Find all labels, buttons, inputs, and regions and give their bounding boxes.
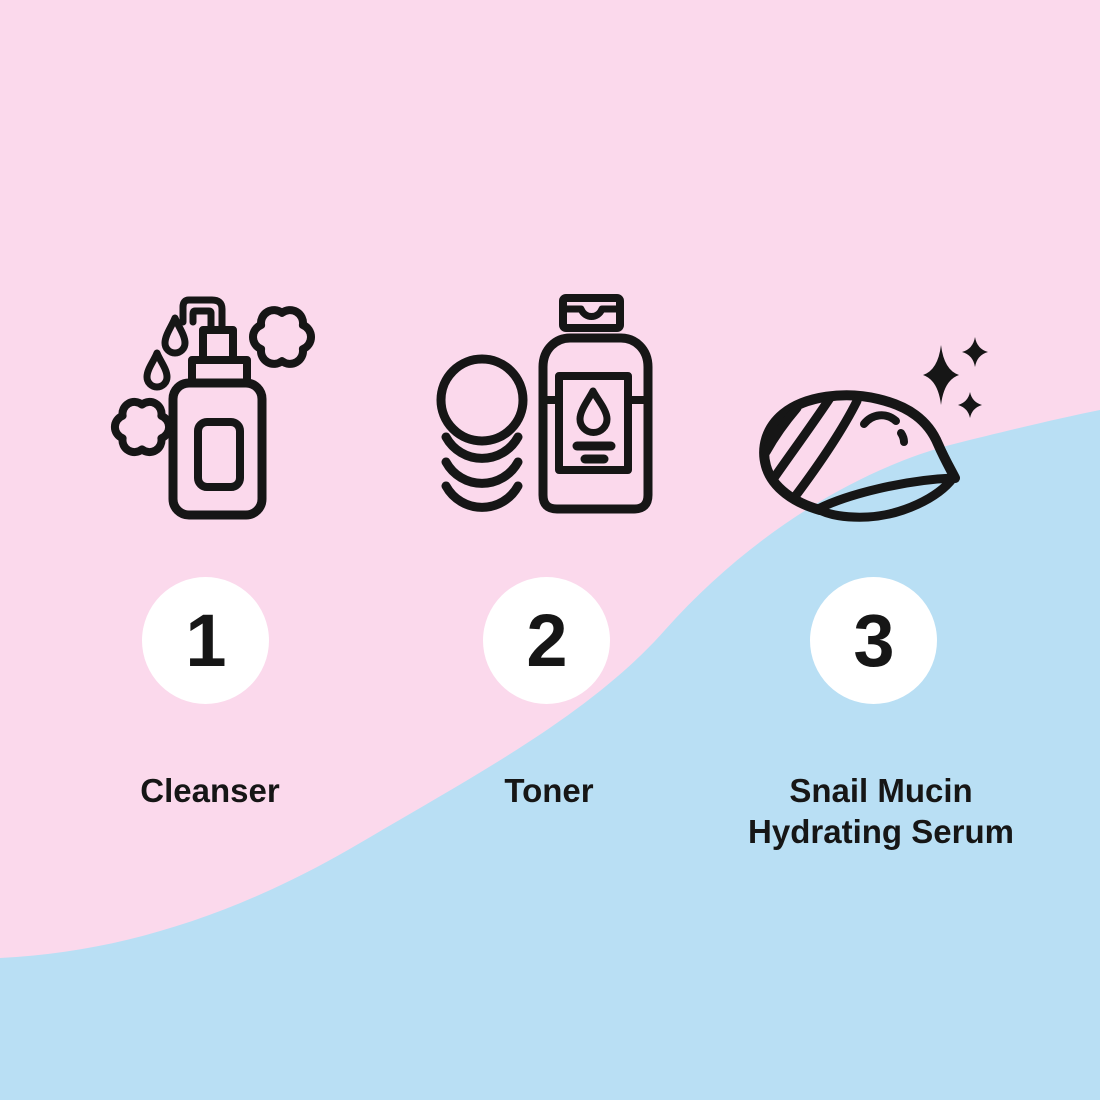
- cleanser-icon: [110, 296, 315, 520]
- step-number: 2: [526, 598, 567, 682]
- cotton-pads-icon: [436, 354, 528, 446]
- toner-cap: [559, 294, 624, 332]
- step-number: 1: [185, 598, 226, 682]
- pump-bottle-collar: [199, 326, 237, 364]
- sparkle-icon: [923, 345, 959, 405]
- cotton-pad-edge: [441, 457, 523, 488]
- bubble-icon: [249, 306, 315, 368]
- toner-icon: [436, 294, 653, 514]
- step-number-badge-1: 1: [142, 577, 269, 704]
- shell-stripe: [761, 403, 802, 457]
- step-label-toner: Toner: [504, 772, 594, 809]
- step-number-badge-3: 3: [810, 577, 937, 704]
- toner-bottle-body: [538, 333, 653, 514]
- shell-stripe: [769, 393, 835, 483]
- wave-background: [0, 410, 1100, 1100]
- shell-shine-curve: [860, 411, 900, 428]
- sparkle-icon: [958, 392, 982, 418]
- step-label-snail-mucin-serum: Snail Mucin Hydrating Serum: [748, 772, 1014, 850]
- step-label-cleanser: Cleanser: [140, 772, 280, 809]
- label-drop-icon: [576, 387, 611, 436]
- water-drop-icon: [161, 314, 189, 357]
- step-number: 3: [853, 598, 894, 682]
- cotton-pad-edge: [441, 432, 523, 463]
- snail-foot: [813, 473, 958, 522]
- snail-icon: [759, 337, 988, 522]
- pump-bottle-label: [194, 418, 244, 491]
- cotton-pad-edge: [441, 481, 523, 512]
- sparkle-icon: [962, 337, 988, 367]
- step-number-badge-2: 2: [483, 577, 610, 704]
- shell-stripe: [789, 396, 862, 503]
- shell-shine-dash: [897, 429, 908, 446]
- water-drop-icon: [143, 349, 171, 391]
- bubble-icon: [110, 397, 174, 457]
- pump-bottle-body: [168, 378, 267, 520]
- toner-cap-seam: [560, 305, 623, 320]
- toner-label: [555, 372, 632, 474]
- pump-spout: [179, 296, 226, 334]
